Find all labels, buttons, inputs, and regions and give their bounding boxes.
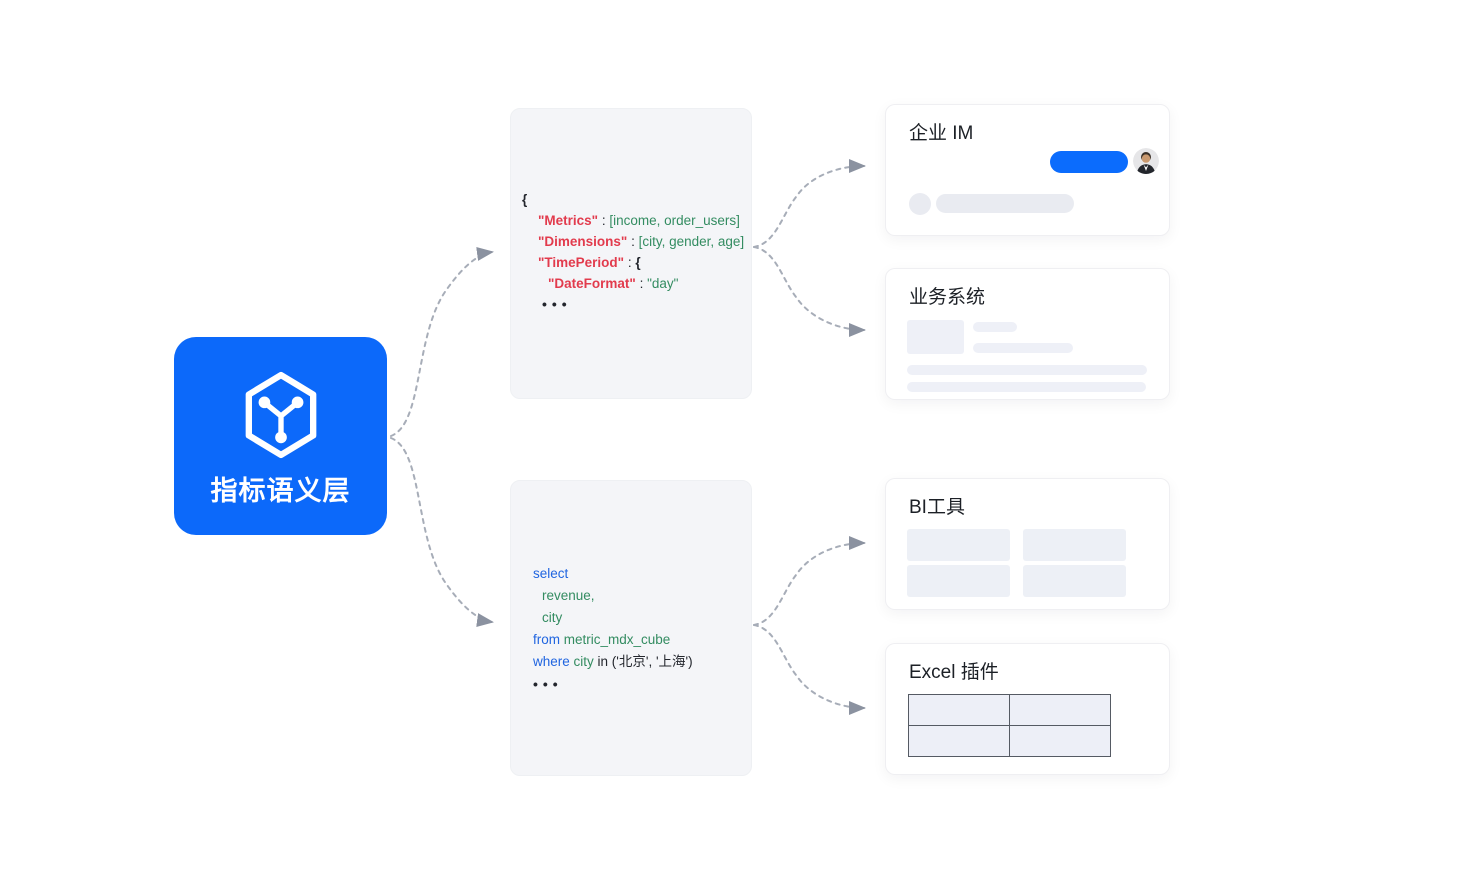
peer-avatar-placeholder	[909, 193, 931, 215]
connector-root-to-sql	[390, 437, 494, 627]
json-key: "TimePeriod"	[538, 255, 625, 270]
sql-identifier: revenue,	[542, 588, 595, 603]
connector-json-to-im	[753, 159, 866, 248]
bi-widget-placeholder	[907, 565, 1010, 597]
semantic-layer-label: 指标语义层	[210, 475, 351, 506]
card-enterprise-im: 企业 IM	[885, 104, 1170, 236]
json-value: [income, order_users]	[609, 213, 740, 228]
sql-line: revenue,	[533, 585, 693, 607]
json-open-brace: {	[522, 192, 528, 207]
sql-keyword: select	[533, 566, 569, 581]
sql-keyword: where	[533, 654, 570, 669]
json-code: { "Metrics" : [income, order_users] "Dim…	[522, 189, 744, 315]
sql-keyword: from	[533, 632, 560, 647]
json-value: "day"	[647, 276, 679, 291]
sql-query-block: select revenue, city from metric_mdx_cub…	[510, 480, 752, 776]
json-line: {	[522, 189, 744, 210]
json-key: "Dimensions"	[538, 234, 628, 249]
skeleton-bar	[907, 382, 1146, 392]
json-key: "DateFormat"	[548, 276, 636, 291]
skeleton-bar	[973, 322, 1017, 332]
excel-cell	[1009, 694, 1111, 726]
json-line: "DateFormat" : "day"	[548, 276, 679, 291]
card-business-system: 业务系统	[885, 268, 1170, 400]
chat-bubble-received	[936, 194, 1074, 213]
json-line: "TimePeriod" : {	[538, 255, 641, 270]
json-line: "Dimensions" : [city, gender, age]	[538, 234, 745, 249]
card-title-biz: 业务系统	[909, 287, 986, 308]
json-key: "Metrics"	[538, 213, 599, 228]
skeleton-bar	[907, 365, 1147, 375]
json-request-block: { "Metrics" : [income, order_users] "Dim…	[510, 108, 752, 399]
json-value: [city, gender, age]	[638, 234, 745, 249]
bi-widget-placeholder	[1023, 565, 1126, 597]
skeleton-block	[907, 320, 964, 354]
connector-root-to-json	[390, 247, 494, 437]
bi-widget-placeholder	[1023, 529, 1126, 561]
sql-line: from metric_mdx_cube	[533, 629, 693, 651]
sql-ellipsis: •••	[533, 676, 563, 692]
metric-cube-icon	[245, 371, 316, 458]
excel-cell	[908, 725, 1010, 757]
connector-json-to-biz	[753, 246, 866, 337]
sql-identifier: city	[542, 610, 563, 625]
connector-sql-to-excel	[753, 624, 866, 715]
connector-sql-to-bi	[753, 536, 866, 626]
sql-line: where city in ('北京', '上海')	[533, 654, 693, 669]
sql-identifier: metric_mdx_cube	[560, 632, 671, 647]
sql-identifier: city	[569, 654, 594, 669]
card-excel-plugin: Excel 插件	[885, 643, 1170, 775]
json-ellipsis: •••	[542, 296, 572, 312]
bi-widget-placeholder	[907, 529, 1010, 561]
sql-code: select revenue, city from metric_mdx_cub…	[533, 563, 693, 696]
card-bi-tools: BI工具	[885, 478, 1170, 610]
card-title-excel: Excel 插件	[909, 662, 999, 683]
sql-line: city	[533, 607, 693, 629]
user-avatar	[1133, 148, 1159, 174]
card-title-bi: BI工具	[909, 497, 965, 518]
skeleton-bar	[973, 343, 1073, 353]
json-line: "Metrics" : [income, order_users]	[538, 213, 740, 228]
excel-grid	[908, 694, 1111, 757]
excel-cell	[1009, 725, 1111, 757]
card-title-im: 企业 IM	[909, 123, 974, 144]
sql-line: select	[533, 563, 693, 585]
chat-bubble-sent	[1050, 151, 1128, 173]
excel-cell	[908, 694, 1010, 726]
semantic-layer-node: 指标语义层	[174, 337, 387, 535]
